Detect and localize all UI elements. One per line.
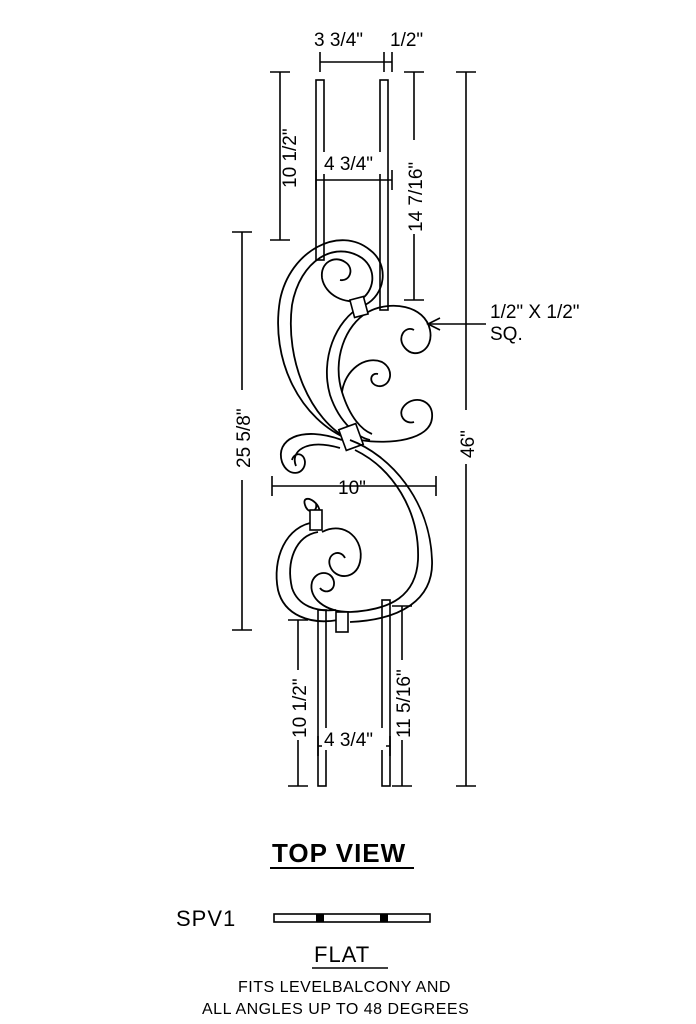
right-rod-top bbox=[379, 79, 389, 311]
style-label: FLAT bbox=[314, 942, 370, 967]
material-size: 1/2" X 1/2" bbox=[490, 302, 580, 323]
dim-top-bar-size: 1/2" bbox=[390, 30, 423, 51]
left-rod-bottom bbox=[317, 609, 327, 787]
right-rod-bottom bbox=[381, 599, 391, 787]
dim-top-spacing: 3 3/4" bbox=[314, 30, 363, 51]
dimension-labels: 3 3/4" 1/2" 10 1/2" 4 3/4" 14 7/16" 25 5… bbox=[232, 30, 479, 751]
dim-scroll-height: 25 5/8" bbox=[234, 408, 255, 468]
dim-top-inner-width: 4 3/4" bbox=[324, 154, 373, 175]
material-shape: SQ. bbox=[490, 324, 523, 345]
material-note: 1/2" X 1/2" SQ. bbox=[490, 302, 580, 345]
dim-scroll-width: 10" bbox=[338, 478, 366, 499]
view-title: TOP VIEW bbox=[272, 838, 406, 868]
part-code: SPV1 bbox=[176, 906, 236, 931]
dim-overall-height: 46" bbox=[458, 430, 479, 458]
dim-bottom-inner-width: 4 3/4" bbox=[324, 730, 373, 751]
flat-bar-symbol bbox=[273, 913, 431, 923]
dim-top-rod-length: 10 1/2" bbox=[280, 128, 301, 188]
fits-note-line1: FITS LEVELBALCONY AND bbox=[238, 979, 451, 996]
title-block: TOP VIEW SPV1 FLAT FITS LEVELBALCONY AND… bbox=[176, 838, 469, 1018]
dim-bottom-rod-length: 10 1/2" bbox=[290, 678, 311, 738]
dim-top-right-length: 14 7/16" bbox=[406, 162, 427, 232]
dim-bottom-right-length: 11 5/16" bbox=[394, 669, 415, 738]
fits-note-line2: ALL ANGLES UP TO 48 DEGREES bbox=[202, 1001, 469, 1018]
scroll-work bbox=[275, 239, 433, 633]
